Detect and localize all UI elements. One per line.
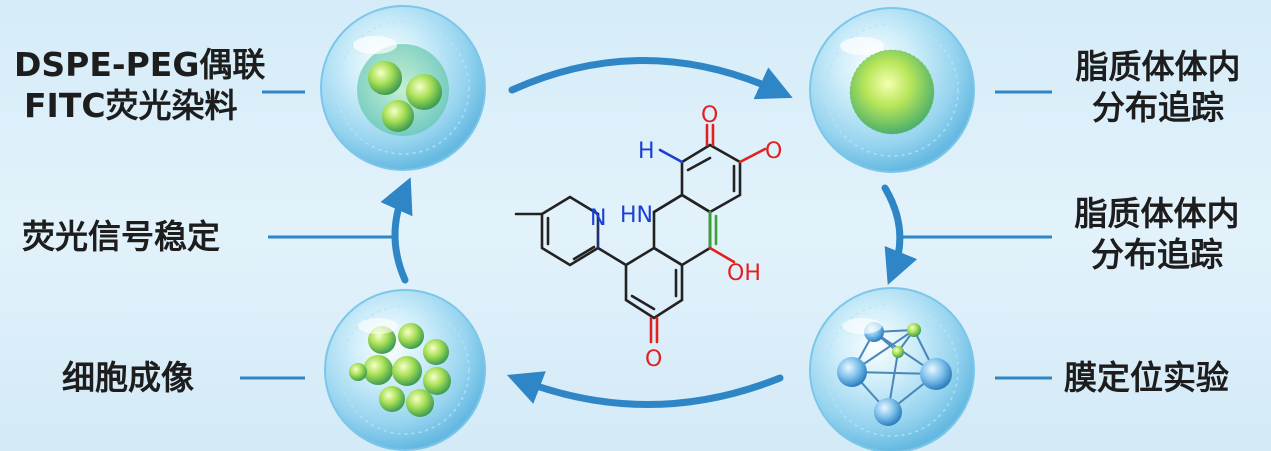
label-top-right-line-1: 脂质体体内 — [1075, 47, 1241, 86]
liposome-sphere-top-right — [809, 7, 975, 173]
label-bottom-right-text: 膜定位实验 — [1064, 358, 1229, 397]
label-top-left-line-2: FITC荧光染料 — [24, 86, 238, 125]
label-top-left: DSPE-PEG偶联 FITC荧光染料 — [14, 44, 265, 126]
label-mid-right-line-1: 脂质体体内 — [1074, 194, 1240, 233]
atom-oh: OH — [727, 261, 761, 286]
atom-o-top: O — [701, 103, 718, 128]
label-bottom-left-text: 细胞成像 — [62, 358, 194, 397]
label-bottom-right: 膜定位实验 — [1064, 357, 1229, 398]
arrow-bottom — [506, 371, 784, 408]
label-mid-left-text: 荧光信号稳定 — [22, 217, 220, 256]
label-top-right: 脂质体体内 分布追踪 — [1068, 46, 1248, 128]
molecule-structure — [514, 123, 767, 344]
atom-h: H — [638, 139, 655, 164]
molecule-atom-labels: O O H N HN OH O — [590, 103, 782, 372]
atom-o-bottom: O — [645, 347, 662, 372]
arrow-top — [508, 57, 793, 100]
label-mid-right-line-2: 分布追踪 — [1091, 235, 1223, 274]
label-bottom-left: 细胞成像 — [62, 357, 194, 398]
label-top-right-line-2: 分布追踪 — [1092, 88, 1224, 127]
atom-o-right: O — [765, 139, 782, 164]
label-top-left-line-1: DSPE-PEG偶联 — [14, 45, 266, 84]
atom-nh: HN — [620, 203, 653, 228]
membrane-sphere-bottom-right — [809, 287, 975, 451]
arrow-right — [881, 184, 918, 285]
label-mid-left: 荧光信号稳定 — [22, 216, 220, 257]
liposome-sphere-top-left — [320, 5, 486, 171]
arrow-left — [380, 177, 413, 284]
label-mid-right: 脂质体体内 分布追踪 — [1062, 193, 1252, 275]
cell-sphere-bottom-left — [324, 289, 486, 451]
atom-n-ring: N — [590, 206, 606, 231]
